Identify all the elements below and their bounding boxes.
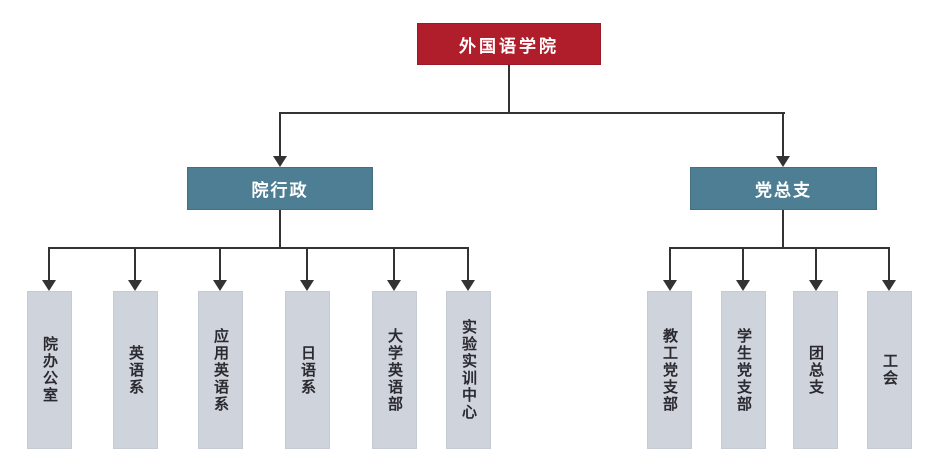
arrowhead-down-icon: [128, 280, 142, 291]
org-node-leaf: 英语系: [113, 291, 158, 449]
org-node-leaf: 日语系: [285, 291, 330, 449]
org-node-leaf-label: 院办公室: [41, 336, 59, 404]
arrowhead-down-icon: [42, 280, 56, 291]
connector-drop: [742, 247, 744, 280]
org-node-admin-branch: 院行政: [187, 167, 373, 210]
arrowhead-down-icon: [300, 280, 314, 291]
arrowhead-down-icon: [213, 280, 227, 291]
org-node-leaf-label: 大学英语部: [386, 327, 404, 413]
connector-level2-left-rail: [48, 247, 469, 249]
connector-branch-stem: [279, 210, 281, 249]
connector-drop: [306, 247, 308, 280]
connector-branch-stem: [782, 210, 784, 249]
org-node-leaf: 应用英语系: [198, 291, 243, 449]
arrowhead-down-icon: [387, 280, 401, 291]
connector-drop: [467, 247, 469, 280]
org-node-leaf: 教工党支部: [647, 291, 692, 449]
org-node-leaf-label: 英语系: [127, 344, 145, 396]
org-node-leaf-label: 实验实训中心: [460, 319, 478, 421]
connector-level1-rail: [279, 112, 785, 114]
connector-drop: [279, 112, 281, 156]
org-node-leaf-label: 学生党支部: [735, 327, 753, 413]
connector-drop: [815, 247, 817, 280]
arrowhead-down-icon: [461, 280, 475, 291]
connector-drop: [888, 247, 890, 280]
connector-drop: [134, 247, 136, 280]
connector-drop: [219, 247, 221, 280]
connector-level2-right-rail: [669, 247, 890, 249]
org-node-leaf: 学生党支部: [721, 291, 766, 449]
org-node-leaf: 工会: [867, 291, 912, 449]
org-node-leaf: 大学英语部: [372, 291, 417, 449]
org-node-leaf-label: 日语系: [299, 344, 317, 396]
connector-drop: [393, 247, 395, 280]
org-node-leaf-label: 教工党支部: [661, 327, 679, 413]
connector-drop: [48, 247, 50, 280]
connector-drop: [669, 247, 671, 280]
arrowhead-down-icon: [736, 280, 750, 291]
org-node-leaf-label: 工会: [881, 353, 899, 387]
org-node-admin-label: 院行政: [251, 181, 309, 201]
org-node-root-label: 外国语学院: [459, 36, 559, 57]
arrowhead-down-icon: [882, 280, 896, 291]
org-node-leaf: 院办公室: [27, 291, 72, 449]
arrowhead-down-icon: [809, 280, 823, 291]
arrowhead-down-icon: [273, 156, 287, 167]
org-node-root: 外国语学院: [417, 23, 601, 65]
connector-drop: [782, 112, 784, 156]
org-node-party-branch: 党总支: [690, 167, 877, 210]
org-node-leaf: 实验实训中心: [446, 291, 491, 449]
org-node-leaf-label: 应用英语系: [212, 327, 230, 413]
connector-root-stem: [508, 65, 510, 113]
org-node-leaf-label: 团总支: [807, 344, 825, 396]
org-node-leaf: 团总支: [793, 291, 838, 449]
arrowhead-down-icon: [663, 280, 677, 291]
org-node-party-label: 党总支: [755, 181, 812, 201]
arrowhead-down-icon: [776, 156, 790, 167]
